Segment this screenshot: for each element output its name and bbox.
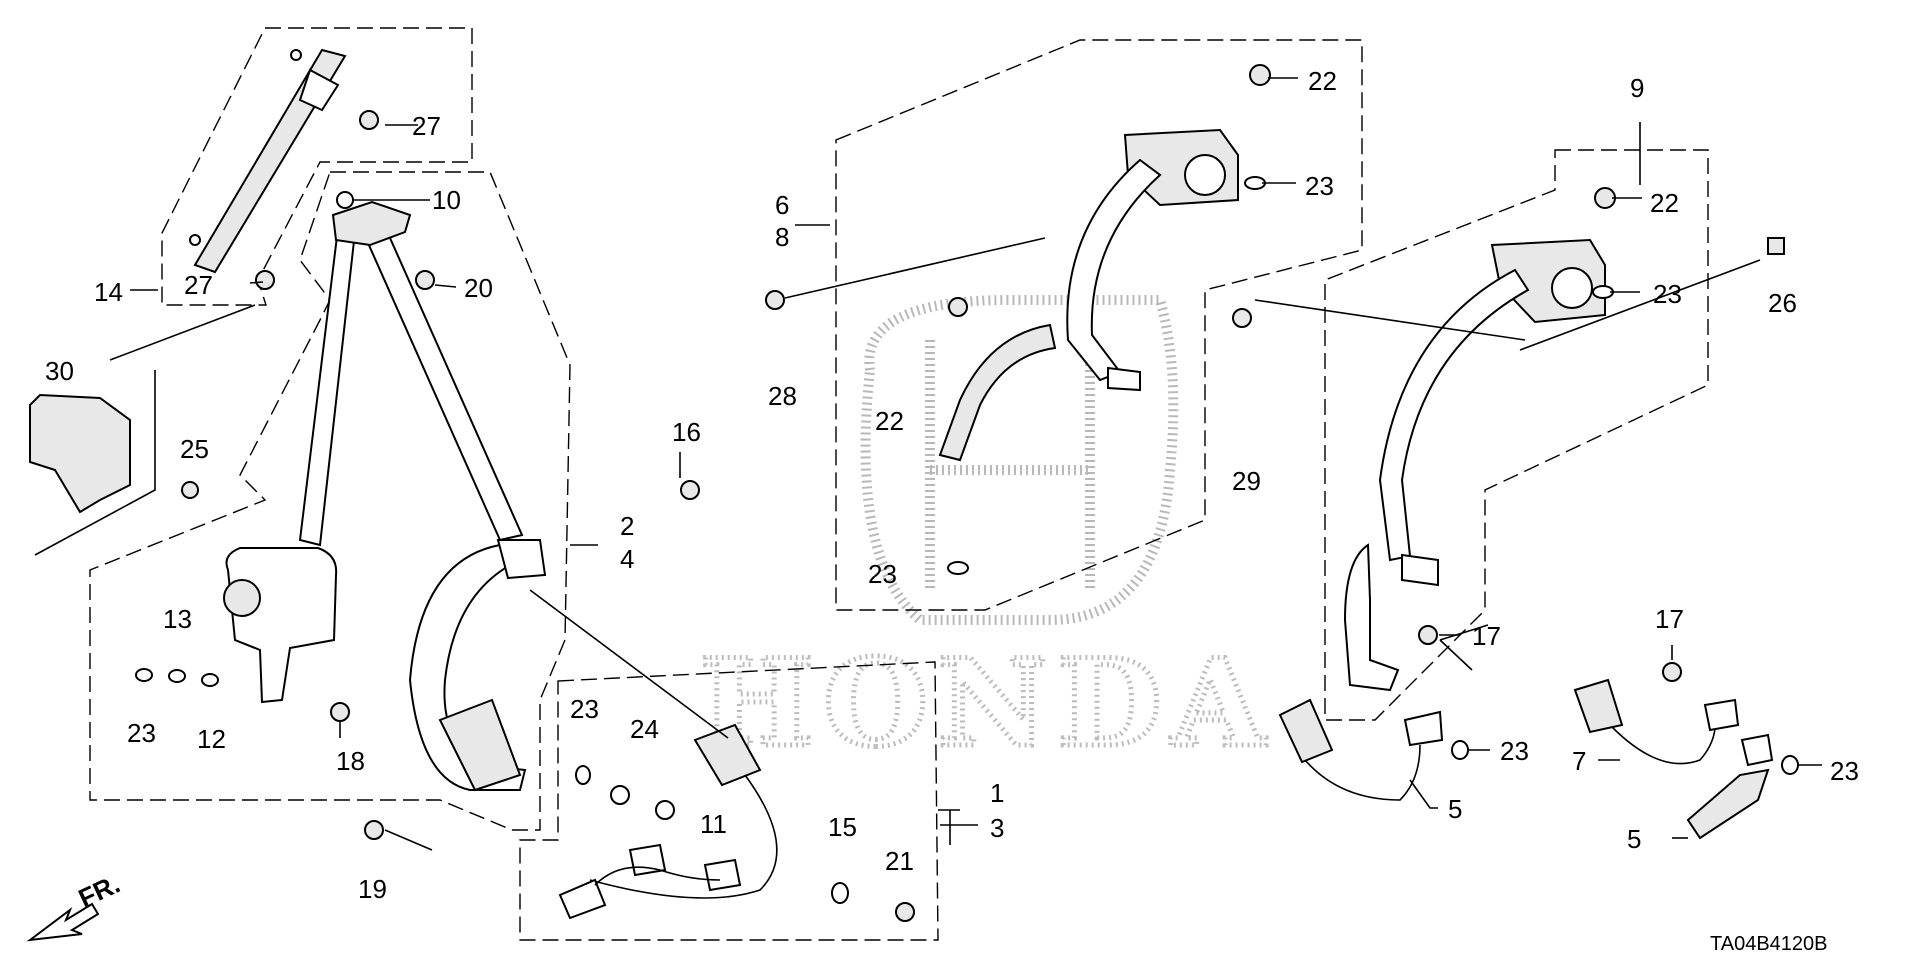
boundary-buckle (519, 661, 939, 941)
label-21: 21 (885, 846, 914, 876)
front-indicator-text: FR. (74, 869, 125, 914)
rear-center-retractor (1254, 238, 1761, 692)
label-8: 8 (775, 222, 789, 252)
honda-watermark: HONDA (698, 295, 1275, 777)
label-11: 11 (700, 809, 727, 839)
label-1: 1 (990, 778, 1004, 808)
label-4: 4 (620, 544, 634, 574)
boundary-rear-outer (835, 39, 1363, 611)
label-23-rear-top: 23 (1305, 171, 1334, 201)
rear-outer-retractor (784, 128, 1239, 462)
label-29: 29 (1232, 466, 1261, 496)
upper-anchor-rail (189, 48, 347, 274)
label-26: 26 (1768, 288, 1797, 318)
label-27-bottom: 27 (184, 270, 213, 300)
label-13: 13 (163, 604, 192, 634)
front-arrow: FR. (26, 869, 125, 942)
label-16: 16 (672, 417, 701, 447)
rear-buckles (1278, 678, 1774, 840)
label-3: 3 (990, 813, 1004, 843)
leader-lines (130, 77, 1822, 851)
label-14: 14 (94, 277, 123, 307)
part-labels: 1 3 2 4 5 5 6 8 7 9 10 11 12 13 14 15 16… (45, 66, 1859, 904)
label-15: 15 (828, 812, 857, 842)
group-boundaries (89, 27, 1709, 941)
boundary-rear-center (1324, 149, 1709, 721)
label-7: 7 (1572, 746, 1586, 776)
label-22-middle: 22 (875, 406, 904, 436)
label-6: 6 (775, 190, 789, 220)
trim-cover (29, 370, 156, 556)
label-18: 18 (336, 746, 365, 776)
label-22-top: 22 (1308, 66, 1337, 96)
label-22-right: 22 (1650, 188, 1679, 218)
label-23-front: 23 (127, 718, 156, 748)
label-9: 9 (1630, 73, 1644, 103)
label-17-right: 17 (1655, 604, 1684, 634)
label-5-center: 5 (1448, 794, 1462, 824)
label-23-buckle: 23 (570, 694, 599, 724)
label-12: 12 (197, 724, 226, 754)
label-27-top: 27 (412, 111, 441, 141)
label-17-center: 17 (1472, 621, 1501, 651)
boundary-front-belt (89, 171, 571, 831)
label-5-right: 5 (1627, 824, 1641, 854)
label-23-rear-lower: 23 (868, 559, 897, 589)
label-2: 2 (620, 511, 634, 541)
label-24: 24 (630, 714, 659, 744)
diagram-code: TA04B4120B (1710, 933, 1828, 955)
label-23-center-top: 23 (1653, 279, 1682, 309)
front-seat-belt-assembly (109, 200, 547, 792)
label-25: 25 (180, 434, 209, 464)
label-28: 28 (768, 381, 797, 411)
label-20: 20 (464, 273, 493, 303)
fasteners (135, 64, 1799, 922)
front-buckle-assembly (529, 589, 778, 920)
label-23-center-buckle: 23 (1500, 736, 1529, 766)
label-10: 10 (432, 185, 461, 215)
label-30: 30 (45, 356, 74, 386)
honda-watermark-text: HONDA (700, 633, 1275, 774)
label-19: 19 (358, 874, 387, 904)
label-23-right-buckle: 23 (1830, 756, 1859, 786)
